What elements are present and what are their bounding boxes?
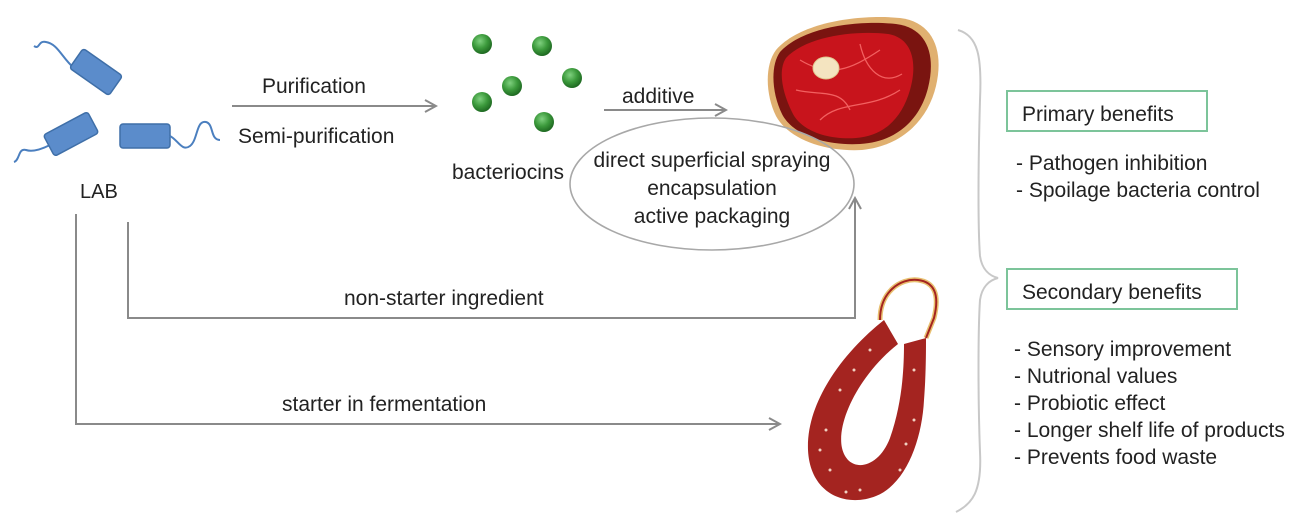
- secondary-benefits-title: Secondary benefits: [1022, 282, 1202, 303]
- secondary-benefit-item: - Sensory improvement: [1014, 336, 1285, 363]
- method-active-packaging: active packaging: [572, 206, 852, 227]
- sausage-icon: [808, 280, 936, 500]
- additive-label: additive: [622, 86, 694, 107]
- method-encapsulation: encapsulation: [572, 178, 852, 199]
- bacteria-icon: [14, 42, 220, 162]
- primary-benefit-item: - Spoilage bacteria control: [1016, 177, 1260, 204]
- secondary-benefits-box: Secondary benefits: [1006, 268, 1238, 310]
- lab-label: LAB: [80, 182, 118, 202]
- non-starter-label: non-starter ingredient: [344, 288, 544, 309]
- purification-label: Purification: [262, 76, 366, 97]
- benefits-brace: [956, 30, 998, 512]
- secondary-benefit-item: - Probiotic effect: [1014, 390, 1285, 417]
- primary-benefits-title: Primary benefits: [1022, 104, 1174, 125]
- primary-benefits-list: - Pathogen inhibition - Spoilage bacteri…: [1016, 150, 1260, 204]
- bacteriocins-label: bacteriocins: [452, 162, 564, 183]
- method-spraying: direct superficial spraying: [572, 150, 852, 171]
- secondary-benefit-item: - Nutrional values: [1014, 363, 1285, 390]
- secondary-benefits-list: - Sensory improvement - Nutrional values…: [1014, 336, 1285, 471]
- starter-label: starter in fermentation: [282, 394, 486, 415]
- semi-purification-label: Semi-purification: [238, 126, 394, 147]
- bacteriocins-icon: [472, 34, 582, 132]
- primary-benefit-item: - Pathogen inhibition: [1016, 150, 1260, 177]
- secondary-benefit-item: - Longer shelf life of products: [1014, 417, 1285, 444]
- primary-benefits-box: Primary benefits: [1006, 90, 1208, 132]
- secondary-benefit-item: - Prevents food waste: [1014, 444, 1285, 471]
